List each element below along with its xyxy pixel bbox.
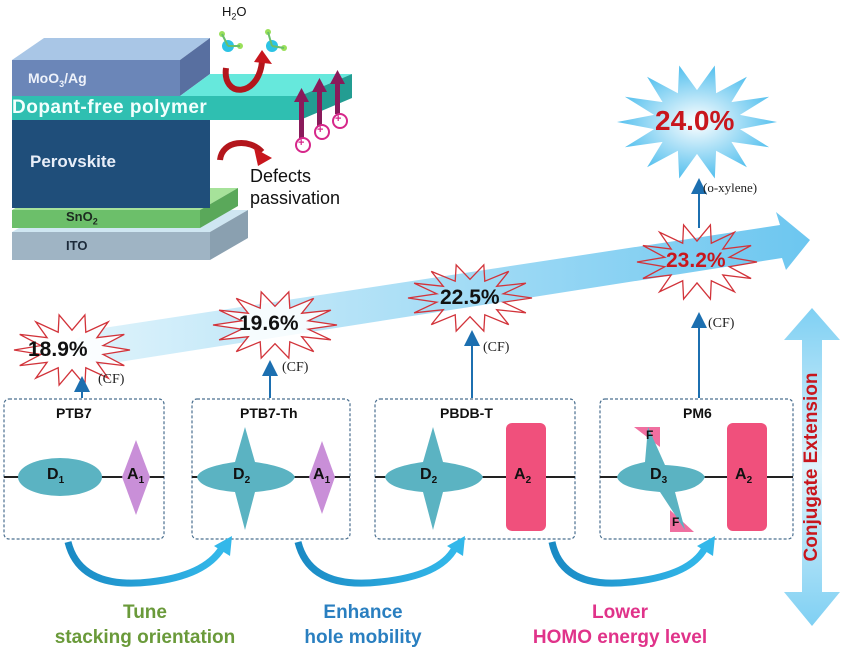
efficiency-value-pm6-oxylene: 24.0% xyxy=(655,105,735,136)
efficiency-value-ptb7-th: 19.6% xyxy=(239,312,299,335)
acceptor-label-pbdb-t: A2 xyxy=(514,466,532,487)
layer-polymer xyxy=(12,74,352,120)
strategy-curved-arrows xyxy=(64,541,709,587)
charge-plus-3: + xyxy=(335,113,342,125)
layer-polymer-label: Dopant-free polymer xyxy=(12,97,208,118)
solvent-label-ptb7-th: (CF) xyxy=(282,360,309,375)
positive-charge-icons xyxy=(295,113,348,153)
layer-sno2-label: SnO2 xyxy=(66,209,98,227)
fluorine-label-bottom: F xyxy=(672,515,680,529)
acceptor-a2-shape xyxy=(506,423,546,531)
water-molecule-icon xyxy=(265,29,287,52)
device-stack xyxy=(12,38,352,260)
solvent-label-pm6-oxylene: (o-xylene) xyxy=(703,180,758,195)
acceptor-label-pm6: A2 xyxy=(735,466,753,487)
polymer-boxes xyxy=(3,398,794,540)
donor-d2-shape xyxy=(385,427,483,530)
water-block-arrowhead xyxy=(254,50,272,64)
strategy-arrowheads xyxy=(214,536,715,556)
donor-label-ptb7-th: D2 xyxy=(233,466,251,487)
water-label: H2O xyxy=(222,4,247,22)
charge-plus-1: + xyxy=(298,137,305,149)
water-block-arrow xyxy=(222,61,265,93)
acceptor-a1-shape xyxy=(309,441,335,514)
water-molecule-icon xyxy=(219,31,243,52)
solvent-arrows xyxy=(74,178,707,398)
acceptor-label-ptb7: A1 xyxy=(127,466,145,487)
fluorine-label-top: F xyxy=(646,428,654,442)
donor-d2-shape xyxy=(197,427,295,530)
layer-moo3-label: MoO3/Ag xyxy=(28,70,87,89)
donor-d1-shape xyxy=(18,458,102,496)
efficiency-value-pbdb-t: 22.5% xyxy=(440,286,500,309)
efficiency-burst-0 xyxy=(13,313,131,387)
efficiency-burst-3 xyxy=(636,223,758,301)
efficiency-burst-2 xyxy=(407,263,533,333)
donor-label-pm6: D3 xyxy=(650,466,668,487)
donor-label-pbdb-t: D2 xyxy=(420,466,438,487)
charge-plus-2: + xyxy=(317,124,324,136)
solvent-label-ptb7: (CF) xyxy=(98,372,125,387)
polymer-name-ptb7: PTB7 xyxy=(56,405,92,421)
layer-ito-label: ITO xyxy=(66,238,88,253)
defects-arrowhead xyxy=(254,148,272,166)
donor-d3-shape xyxy=(617,427,705,530)
defects-arrow xyxy=(217,139,265,161)
solvent-label-pbdb-t: (CF) xyxy=(483,340,510,355)
efficiency-value-pm6-cf: 23.2% xyxy=(666,249,726,272)
acceptor-label-ptb7-th: A1 xyxy=(313,466,331,487)
hole-extraction-arrows xyxy=(294,70,345,138)
acceptor-a1-shape xyxy=(122,440,150,515)
efficiency-value-ptb7: 18.9% xyxy=(28,338,88,361)
polymer-name-pm6: PM6 xyxy=(683,405,712,421)
efficiency-burst-1 xyxy=(212,290,338,360)
solvent-label-pm6-cf: (CF) xyxy=(708,316,735,331)
conjugate-extension-arrow xyxy=(784,308,840,626)
polymer-name-pbdb-t: PBDB-T xyxy=(440,405,493,421)
conjugate-extension-label: Conjugate Extension xyxy=(801,372,822,562)
acceptor-a2-shape xyxy=(727,423,767,531)
donor-label-ptb7: D1 xyxy=(47,466,65,487)
polymer-name-ptb7-th: PTB7-Th xyxy=(240,405,298,421)
layer-perovskite xyxy=(12,118,210,208)
layer-perovskite-label: Perovskite xyxy=(30,152,116,171)
efficiency-burst-4 xyxy=(617,65,777,179)
layer-moo3 xyxy=(12,38,210,96)
